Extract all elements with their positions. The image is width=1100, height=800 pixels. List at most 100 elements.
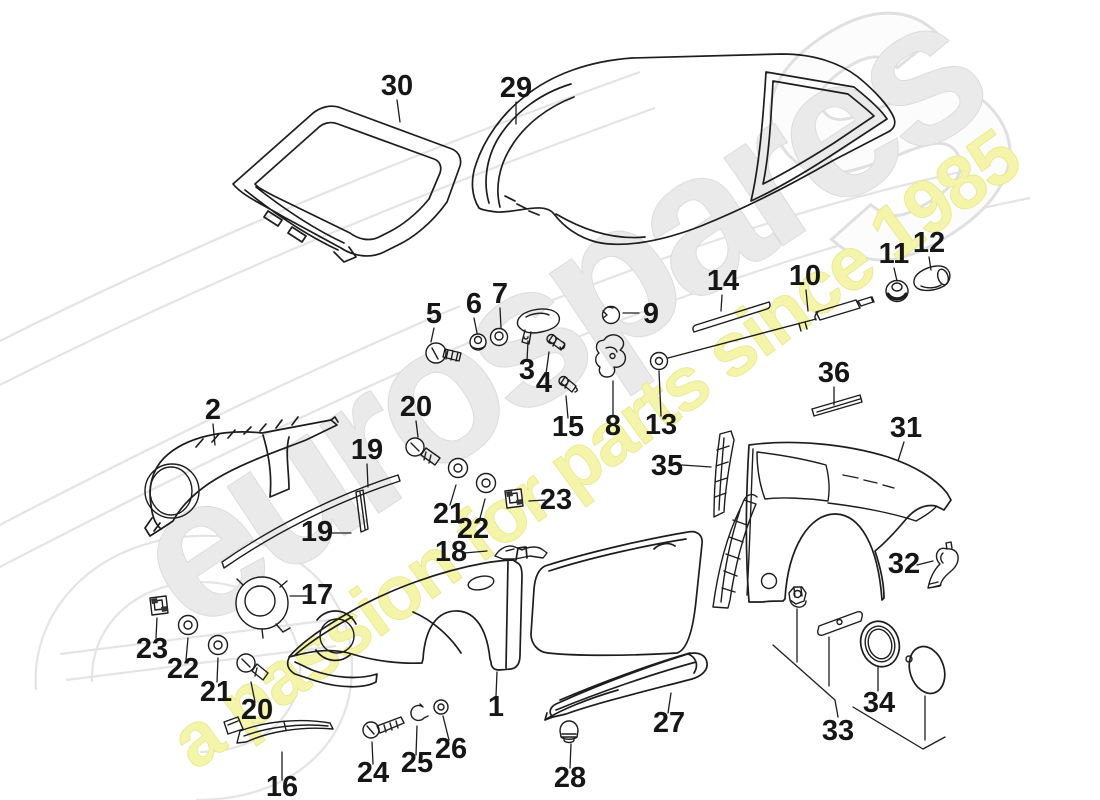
part-34-outer bbox=[859, 620, 901, 668]
part-22b-inner bbox=[183, 620, 193, 630]
part-1-headlight-opening bbox=[319, 618, 355, 654]
part-20-bolt-lower bbox=[236, 653, 269, 681]
label-30: 30 bbox=[381, 70, 413, 102]
part-8-latch-bracket bbox=[595, 334, 627, 378]
watermark-fragment-band bbox=[0, 70, 1031, 569]
part-2-headlight-bucket-inner bbox=[149, 466, 193, 516]
part-number-labels: 30 29 5 6 7 3 4 15 8 9 13 14 10 11 12 36… bbox=[136, 70, 945, 800]
label-23-upper: 23 bbox=[540, 484, 572, 516]
part-12-knob bbox=[913, 265, 951, 292]
label-7: 7 bbox=[492, 278, 508, 310]
part-5-head bbox=[425, 342, 447, 364]
label-19-lower: 19 bbox=[301, 516, 333, 548]
part-23u-notches bbox=[506, 491, 523, 505]
part-11-shade bbox=[886, 292, 908, 301]
part-34-seal-ring bbox=[859, 620, 901, 668]
part-28-plug bbox=[559, 720, 579, 744]
label-11: 11 bbox=[879, 238, 910, 270]
part-21-washer-lower bbox=[207, 634, 229, 656]
part-1-outline bbox=[286, 546, 528, 688]
part-21u-outer bbox=[447, 457, 469, 479]
lock-pillar-inner bbox=[712, 493, 758, 609]
part-5-screw bbox=[425, 342, 462, 364]
cover-cap-nub bbox=[905, 655, 913, 663]
part-1-vent-opening bbox=[467, 575, 495, 591]
label-20-upper: 20 bbox=[400, 391, 432, 423]
label-23-lower: 23 bbox=[136, 633, 168, 665]
part-22u-inner bbox=[481, 478, 491, 488]
label-32: 32 bbox=[888, 548, 920, 580]
part-36-strip bbox=[811, 394, 863, 417]
part-7-inner bbox=[494, 331, 504, 341]
label-33: 33 bbox=[822, 715, 854, 747]
part-17-filler-ring bbox=[235, 576, 291, 639]
label-21-lower: 21 bbox=[200, 676, 232, 708]
part-32-bracket bbox=[927, 541, 959, 589]
part-25-lock-washer bbox=[410, 703, 429, 722]
part-27-sill-panel bbox=[544, 652, 708, 721]
label-14: 14 bbox=[707, 265, 739, 297]
cover-cap bbox=[905, 645, 946, 695]
part-9-clip-nut bbox=[601, 305, 621, 325]
part-21b-inner bbox=[213, 640, 223, 650]
part-12-base bbox=[936, 268, 950, 286]
part-21b-outer bbox=[207, 634, 229, 656]
part-31-outline bbox=[745, 441, 952, 603]
part-30-windshield-frame bbox=[232, 105, 462, 263]
part-23-clip-lower bbox=[149, 595, 169, 616]
part-5-shaft bbox=[431, 347, 462, 362]
part-24-bolt bbox=[362, 716, 405, 739]
part-13-outer bbox=[649, 351, 669, 371]
part-15-stud bbox=[558, 375, 578, 393]
part-31-details bbox=[746, 448, 937, 596]
fastener-nut-detail bbox=[789, 587, 807, 608]
label-12: 12 bbox=[913, 227, 945, 259]
label-34: 34 bbox=[863, 687, 895, 719]
part-13-washer bbox=[649, 351, 669, 371]
part-3-cap bbox=[516, 308, 561, 345]
part-26-outer bbox=[433, 699, 449, 715]
part-29-roof-panel bbox=[471, 53, 896, 246]
part-9-notch bbox=[602, 306, 614, 319]
label-4: 4 bbox=[536, 367, 552, 399]
label-22-lower: 22 bbox=[167, 653, 199, 685]
part-31-quarter-panel bbox=[745, 441, 952, 603]
label-17: 17 bbox=[301, 579, 333, 611]
part-22u-outer bbox=[475, 472, 497, 494]
part-6-skirt bbox=[470, 345, 486, 350]
label-25: 25 bbox=[401, 747, 433, 779]
part-11-grommet bbox=[885, 279, 909, 303]
label-29: 29 bbox=[500, 72, 532, 104]
label-6: 6 bbox=[466, 288, 482, 320]
part-13-inner bbox=[654, 356, 664, 366]
part-22-washer-upper bbox=[475, 472, 497, 494]
part-23b-notches bbox=[151, 598, 168, 612]
door-panel bbox=[530, 530, 703, 657]
part-17-tabs bbox=[236, 578, 291, 639]
label-20-lower: 20 bbox=[241, 694, 273, 726]
fastener-nut bbox=[788, 586, 807, 605]
part-20-bolt-upper bbox=[405, 437, 441, 466]
part-26-washer bbox=[433, 699, 449, 715]
label-1: 1 bbox=[488, 691, 504, 723]
part-19-trim-strips bbox=[221, 474, 401, 569]
label-24: 24 bbox=[357, 757, 389, 789]
part-14-tube bbox=[692, 301, 771, 333]
label-36: 36 bbox=[818, 357, 850, 389]
part-35-pillar-trim bbox=[713, 430, 735, 518]
label-15: 15 bbox=[552, 411, 584, 443]
part-17-inner bbox=[244, 585, 276, 617]
diagram-line-art bbox=[144, 53, 959, 744]
part-7-outer bbox=[489, 327, 509, 347]
part-23-clip-upper bbox=[504, 488, 524, 509]
part-7-washer bbox=[489, 327, 509, 347]
label-19-upper: 19 bbox=[351, 434, 383, 466]
label-2: 2 bbox=[205, 394, 221, 426]
part-21-washer-upper bbox=[447, 457, 469, 479]
part-12-body bbox=[913, 265, 951, 292]
label-5: 5 bbox=[426, 298, 442, 330]
label-27: 27 bbox=[653, 707, 685, 739]
label-8: 8 bbox=[605, 410, 621, 442]
